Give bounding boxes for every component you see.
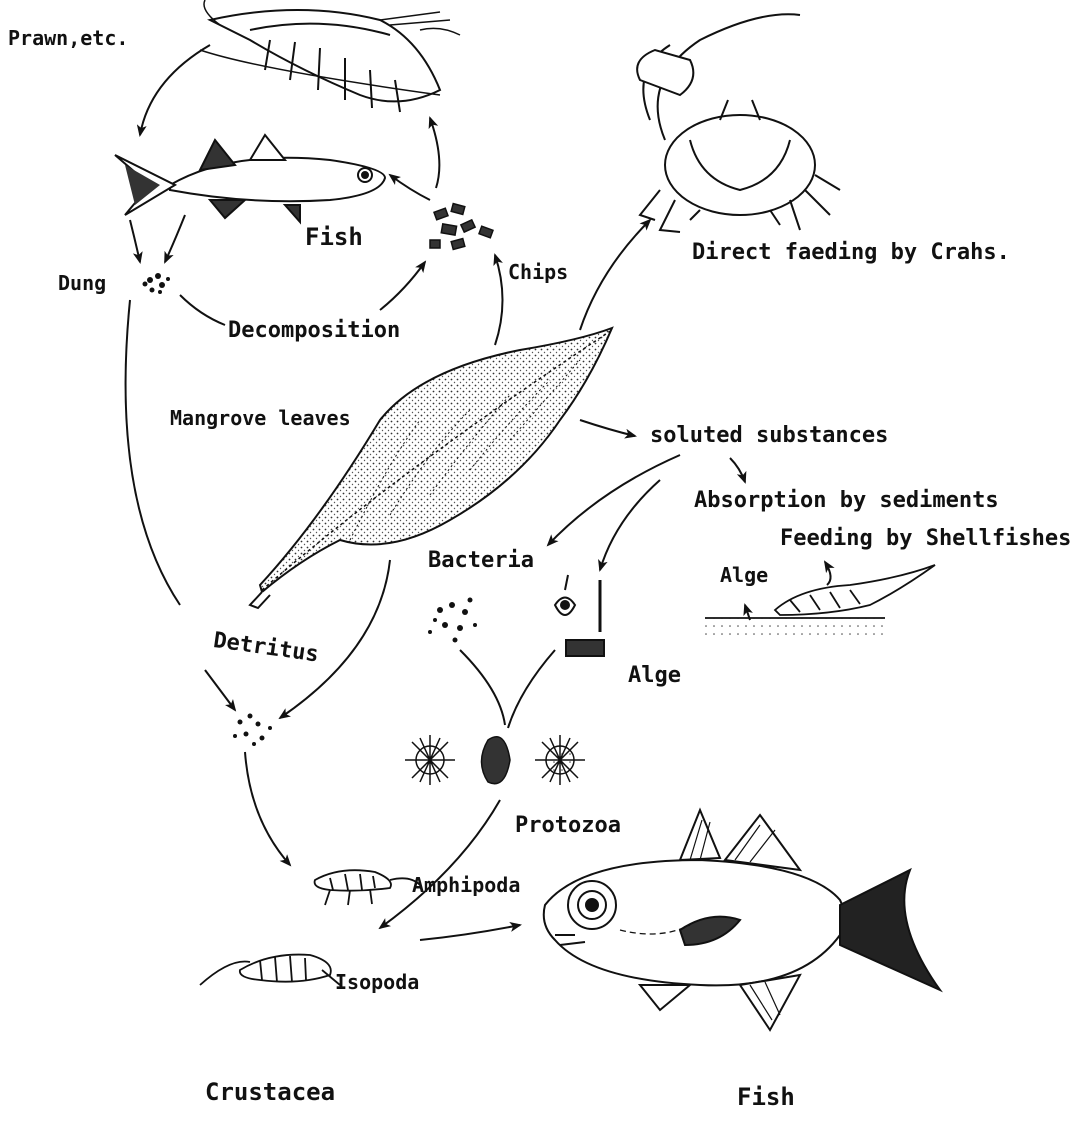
arrow-fish-to-dung-1 [130,220,140,262]
detritus-illustration [233,714,272,747]
label-alge: Alge [628,665,681,687]
label-direct-feeding: Direct faeding by Crahs. [692,242,1010,264]
line-alge-to-protozoa [508,650,555,728]
arrow-protozoa-to-amphipoda [380,800,500,928]
label-feeding-shellfishes: Feeding by Shellfishes [780,528,1071,550]
label-decomposition: Decomposition [228,320,400,342]
arrow-fish-to-dung-2 [165,215,185,262]
protozoa-illustration [405,735,585,785]
label-dung: Dung [58,273,106,293]
label-fish-top: Fish [305,225,363,249]
arrow-soluted-to-absorption [730,458,745,482]
arrow-soluted-to-bacteria [548,455,680,545]
big-fish-illustration [544,810,940,1030]
label-bacteria: Bacteria [428,550,534,572]
arrow-chips-to-fish [390,175,430,200]
label-isopoda: Isopoda [335,972,419,992]
arrow-crustacea-to-fish [420,925,520,940]
label-chips: Chips [508,262,568,282]
label-absorption: Absorption by sediments [694,490,999,512]
label-crustacea: Crustacea [205,1080,335,1104]
arrow-feeding-shellfishes [825,562,831,585]
label-prawn: Prawn,etc. [8,28,128,48]
arrow-detritus-to-crustacea [245,752,290,865]
amphipoda-illustration [315,870,420,905]
arrow-leaves-to-soluted [580,420,635,436]
arrow-detritus-to-cluster-left [205,670,235,710]
arrow-leaves-to-chips [495,255,503,345]
chips-illustration [430,204,493,250]
label-soluted-substances: soluted substances [650,425,888,447]
bacteria-illustration [428,598,477,643]
line-bacteria-to-protozoa [460,650,505,725]
isopoda-illustration [200,955,340,985]
arrow-prawn-to-fish [140,45,210,135]
arrow-leaves-to-crabs [580,220,650,330]
label-mangrove-leaves: Mangrove leaves [170,408,351,428]
arrow-decomposition-to-chips [380,262,425,310]
label-protozoa: Protozoa [515,815,621,837]
crab-illustration [637,14,840,232]
label-amphipoda: Amphipoda [412,875,520,895]
line-dung-to-detritus [126,300,180,605]
alge-illustration [555,575,604,656]
line-dung-to-decomposition [180,295,225,325]
small-fish-illustration [115,135,385,222]
label-fish-bottom: Fish [737,1085,795,1109]
prawn-illustration [200,0,460,112]
dung-illustration [143,273,171,294]
arrow-chips-to-prawn [430,118,439,188]
label-alge-small: Alge [720,565,768,585]
